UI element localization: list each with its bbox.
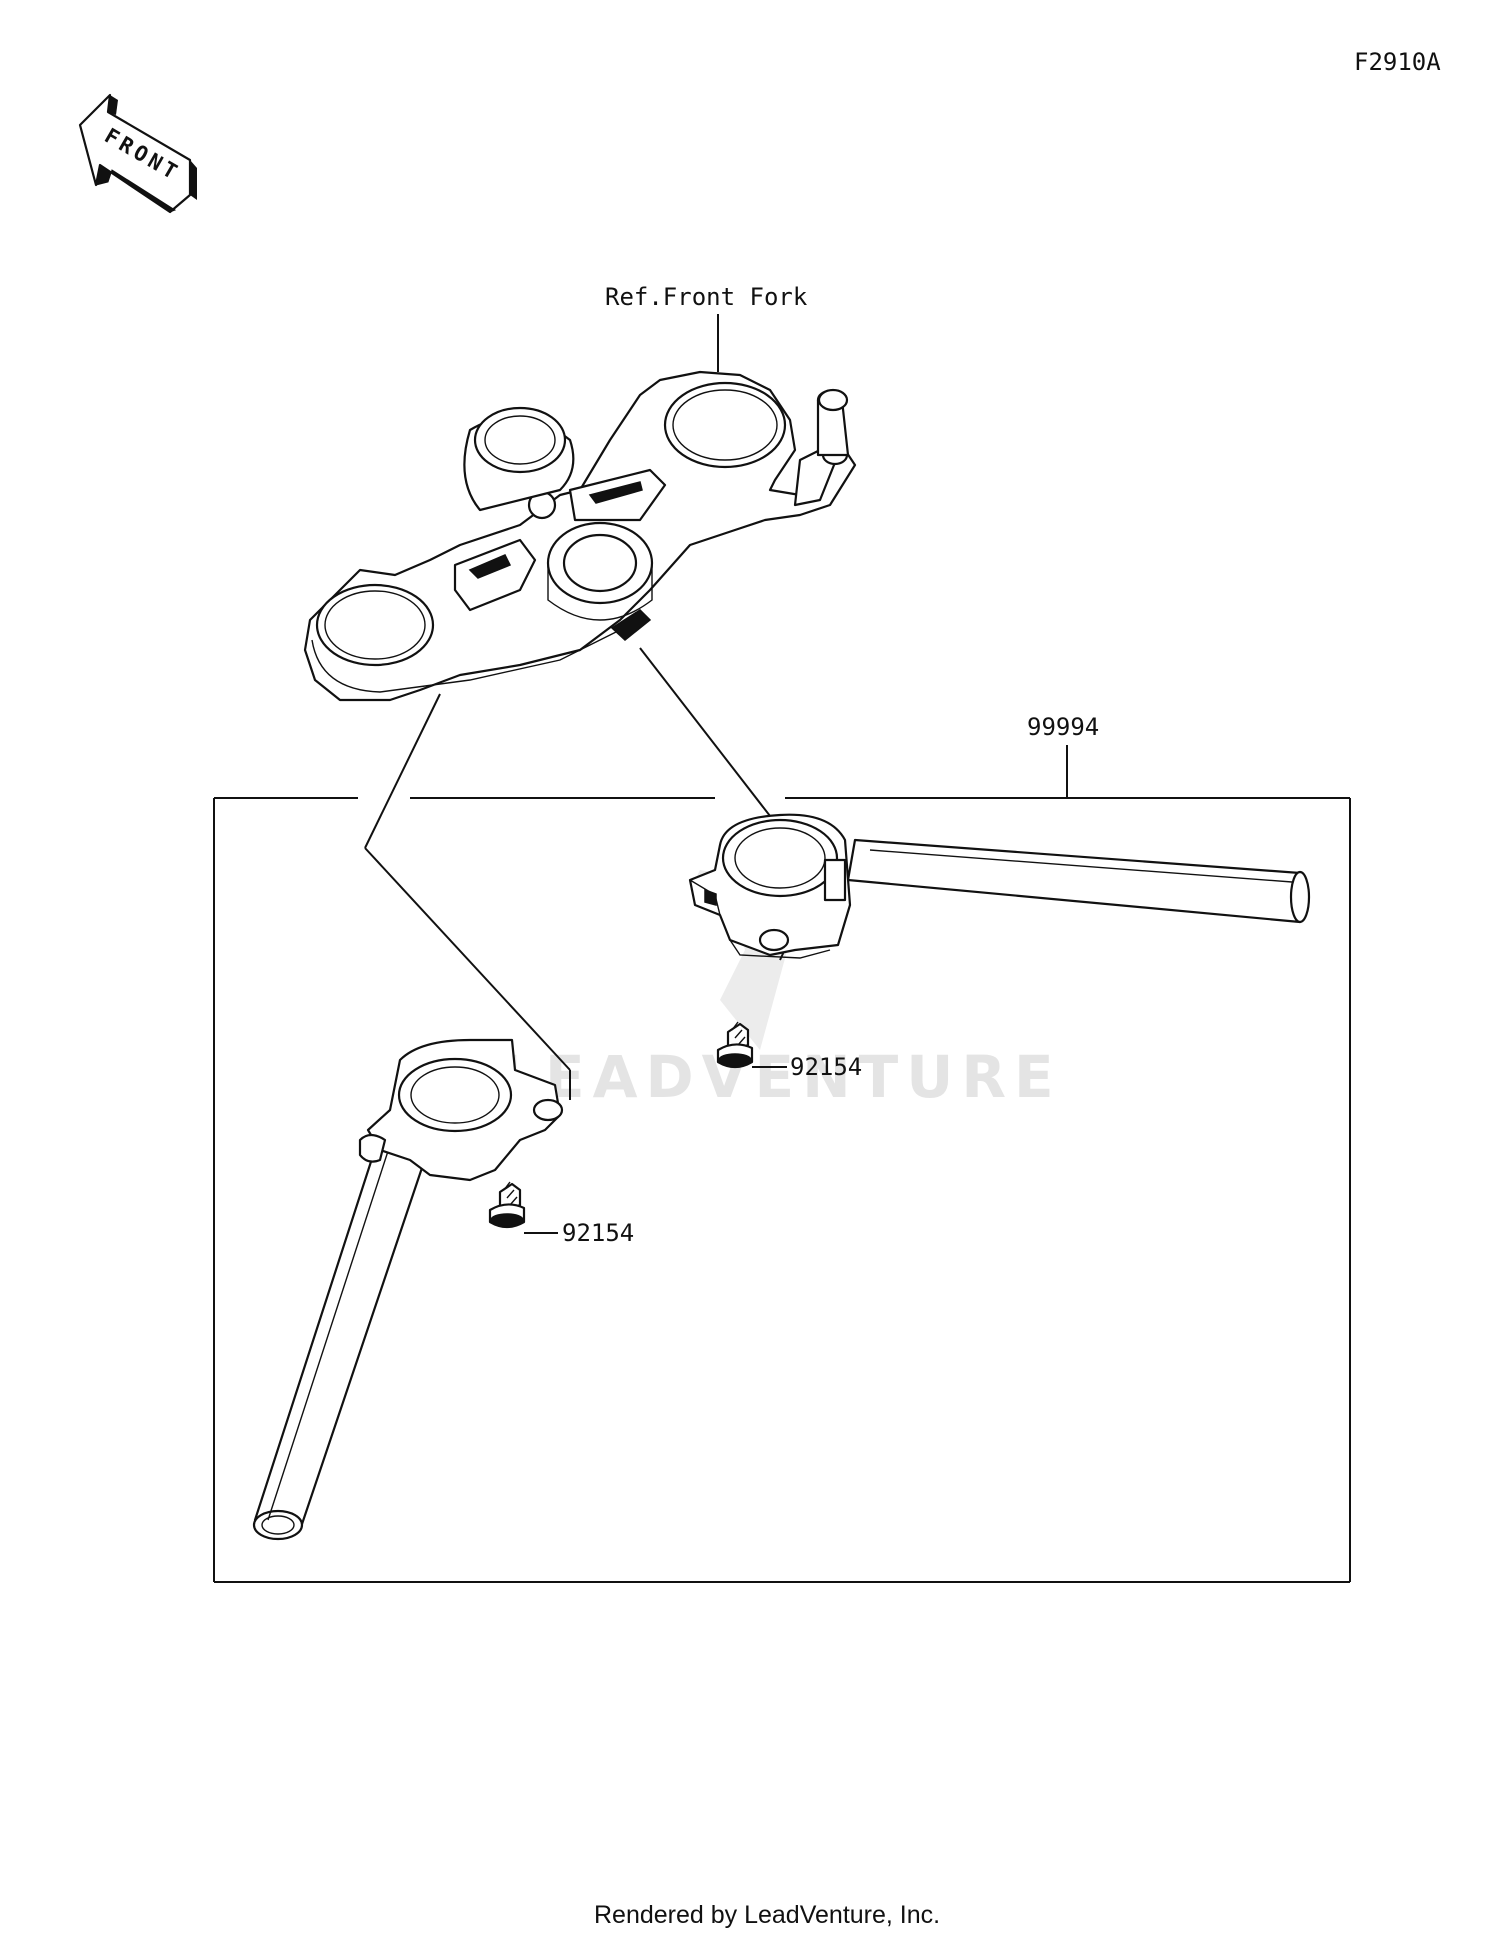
reference-label: Ref.Front Fork — [605, 283, 808, 311]
kit-callout: 99994 — [1027, 713, 1099, 741]
left-handlebar — [252, 1038, 564, 1541]
leader-line-left-a — [364, 693, 441, 849]
watermark-text: LEADVENTURE — [500, 1043, 1062, 1111]
left-bolt-icon — [488, 1181, 526, 1229]
bolt-left-callout: 92154 — [562, 1219, 634, 1247]
footer-text: Rendered by LeadVenture, Inc. — [594, 1901, 940, 1929]
front-arrow-icon: FRONT — [78, 93, 197, 214]
right-bolt-icon — [716, 1021, 754, 1069]
bolt-right-callout: 92154 — [790, 1053, 862, 1081]
diagram-code: F2910A — [1354, 48, 1441, 76]
upper-triple-clamp — [303, 370, 857, 702]
leader-line-left-b — [364, 847, 571, 1071]
right-handlebar — [688, 813, 1311, 959]
